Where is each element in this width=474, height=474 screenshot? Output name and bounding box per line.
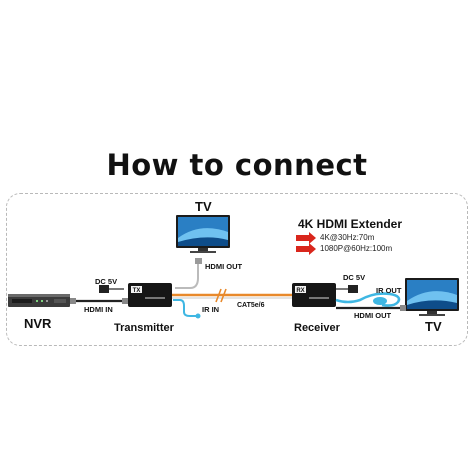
transmitter-box-icon: TX	[128, 283, 172, 307]
spec-item-2: 1080P@60Hz:100m	[296, 242, 393, 255]
spec-text-2: 1080P@60Hz:100m	[320, 244, 393, 253]
nvr-label: NVR	[24, 316, 52, 331]
dc-tx-label: DC 5V	[95, 277, 118, 286]
dc-rx-label: DC 5V	[343, 273, 366, 282]
dc-adapter-rx-icon	[336, 285, 358, 293]
transmitter-label: Transmitter	[114, 322, 174, 334]
nvr-icon	[8, 294, 70, 307]
hdmi-cable-in	[70, 298, 129, 304]
diagram-frame	[6, 193, 468, 346]
cat-cable	[172, 288, 292, 303]
hdmi-out-top-label: HDMI OUT	[205, 262, 243, 271]
receiver-label: Receiver	[294, 322, 340, 334]
hdmi-out-cable-top	[175, 258, 202, 289]
tv-top-icon	[176, 215, 230, 253]
cable-label: CAT5e/6	[237, 302, 265, 309]
page-title: How to connect	[106, 148, 368, 182]
tx-badge: TX	[133, 288, 141, 294]
spec-text-1: 4K@30Hz:70m	[320, 233, 375, 242]
red-arrow-icon	[296, 242, 316, 255]
rx-badge: RX	[296, 288, 304, 294]
hdmi-out-cable-rx	[336, 305, 406, 311]
red-arrow-icon	[296, 231, 316, 244]
tv-right-icon	[405, 278, 459, 316]
tv-right-label: TV	[425, 319, 442, 334]
ir-in-label: IR IN	[202, 305, 220, 314]
ir-out-label: IR OUT	[376, 286, 402, 295]
ir-out-cable	[335, 292, 401, 307]
spec-item-1: 4K@30Hz:70m	[296, 231, 375, 244]
ir-in-cable	[173, 299, 201, 319]
dc-adapter-tx-icon	[99, 285, 124, 293]
tv-top-label: TV	[195, 199, 212, 214]
receiver-box-icon: RX	[292, 283, 336, 307]
product-name: 4K HDMI Extender	[298, 217, 403, 231]
hdmi-in-label: HDMI IN	[84, 305, 113, 314]
hdmi-out-rx-label: HDMI OUT	[354, 311, 392, 320]
